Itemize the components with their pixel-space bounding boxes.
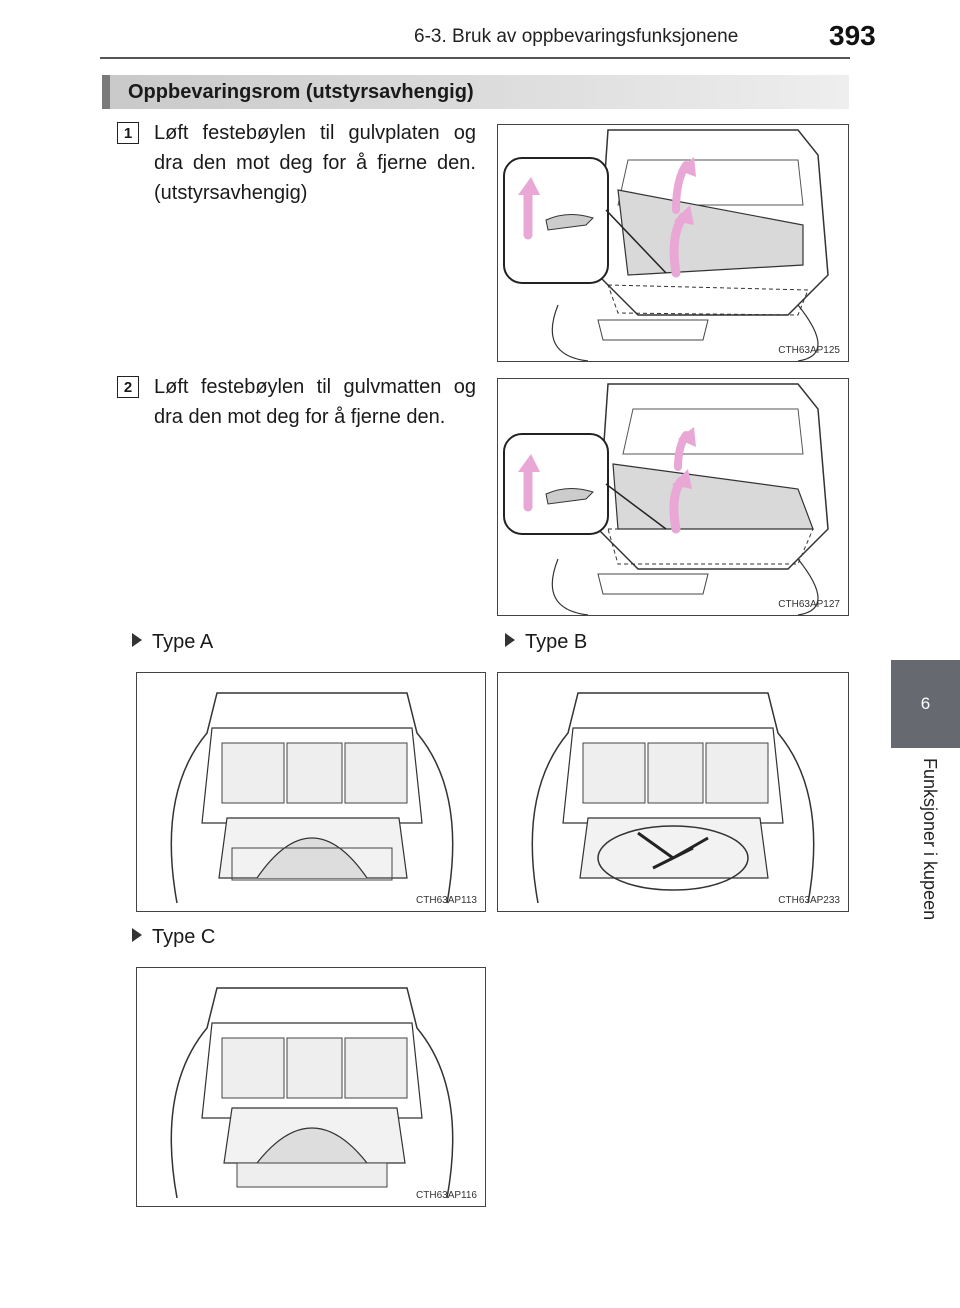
type-b-text: Type B — [525, 631, 588, 653]
type-a-text: Type A — [152, 631, 214, 653]
type-c-label: Type C — [132, 926, 215, 949]
figure-code: CTH63AP125 — [778, 345, 840, 356]
trunk-illustration — [503, 129, 829, 361]
triangle-bullet-icon — [505, 633, 515, 647]
section-bar: Oppbevaringsrom (utstyrsavhengig) — [102, 75, 849, 109]
header-section-title: 6-3. Bruk av oppbevaringsfunksjonene — [414, 26, 739, 47]
figure-code: CTH63AP116 — [416, 1190, 477, 1201]
section-title: Oppbevaringsrom (utstyrsavhengig) — [128, 81, 474, 103]
trunk-illustration — [503, 383, 829, 615]
chapter-label: Funksjoner i kupeen — [920, 758, 940, 921]
type-c-text: Type C — [152, 926, 216, 948]
type-a-label: Type A — [132, 631, 213, 654]
step-number-1: 1 — [117, 122, 139, 144]
figure-code: CTH63AP233 — [778, 895, 840, 906]
triangle-bullet-icon — [132, 928, 142, 942]
step-text-2: Løft festebøylen til gulvmatten og dra d… — [154, 376, 476, 428]
figure-type-a: CTH63AP113 — [136, 672, 486, 912]
trunk-type-b-illustration — [531, 692, 815, 904]
chapter-number: 6 — [920, 694, 931, 713]
step-text-1: Løft festebøylen til gulvplaten og dra d… — [154, 122, 476, 204]
figure-step-2: CTH63AP127 — [497, 378, 849, 616]
page-number: 393 — [829, 20, 876, 51]
figure-type-c: CTH63AP116 — [136, 967, 486, 1207]
figure-step-1: CTH63AP125 — [497, 124, 849, 362]
header-rule — [100, 57, 850, 59]
chapter-tab: 6 — [891, 660, 960, 748]
figure-type-b: CTH63AP233 — [497, 672, 849, 912]
figure-code: CTH63AP127 — [778, 599, 840, 610]
triangle-bullet-icon — [132, 633, 142, 647]
step-number-2: 2 — [117, 376, 139, 398]
trunk-type-c-illustration — [170, 987, 454, 1199]
type-b-label: Type B — [505, 631, 587, 654]
trunk-type-a-illustration — [170, 692, 454, 904]
figure-code: CTH63AP113 — [416, 895, 477, 906]
